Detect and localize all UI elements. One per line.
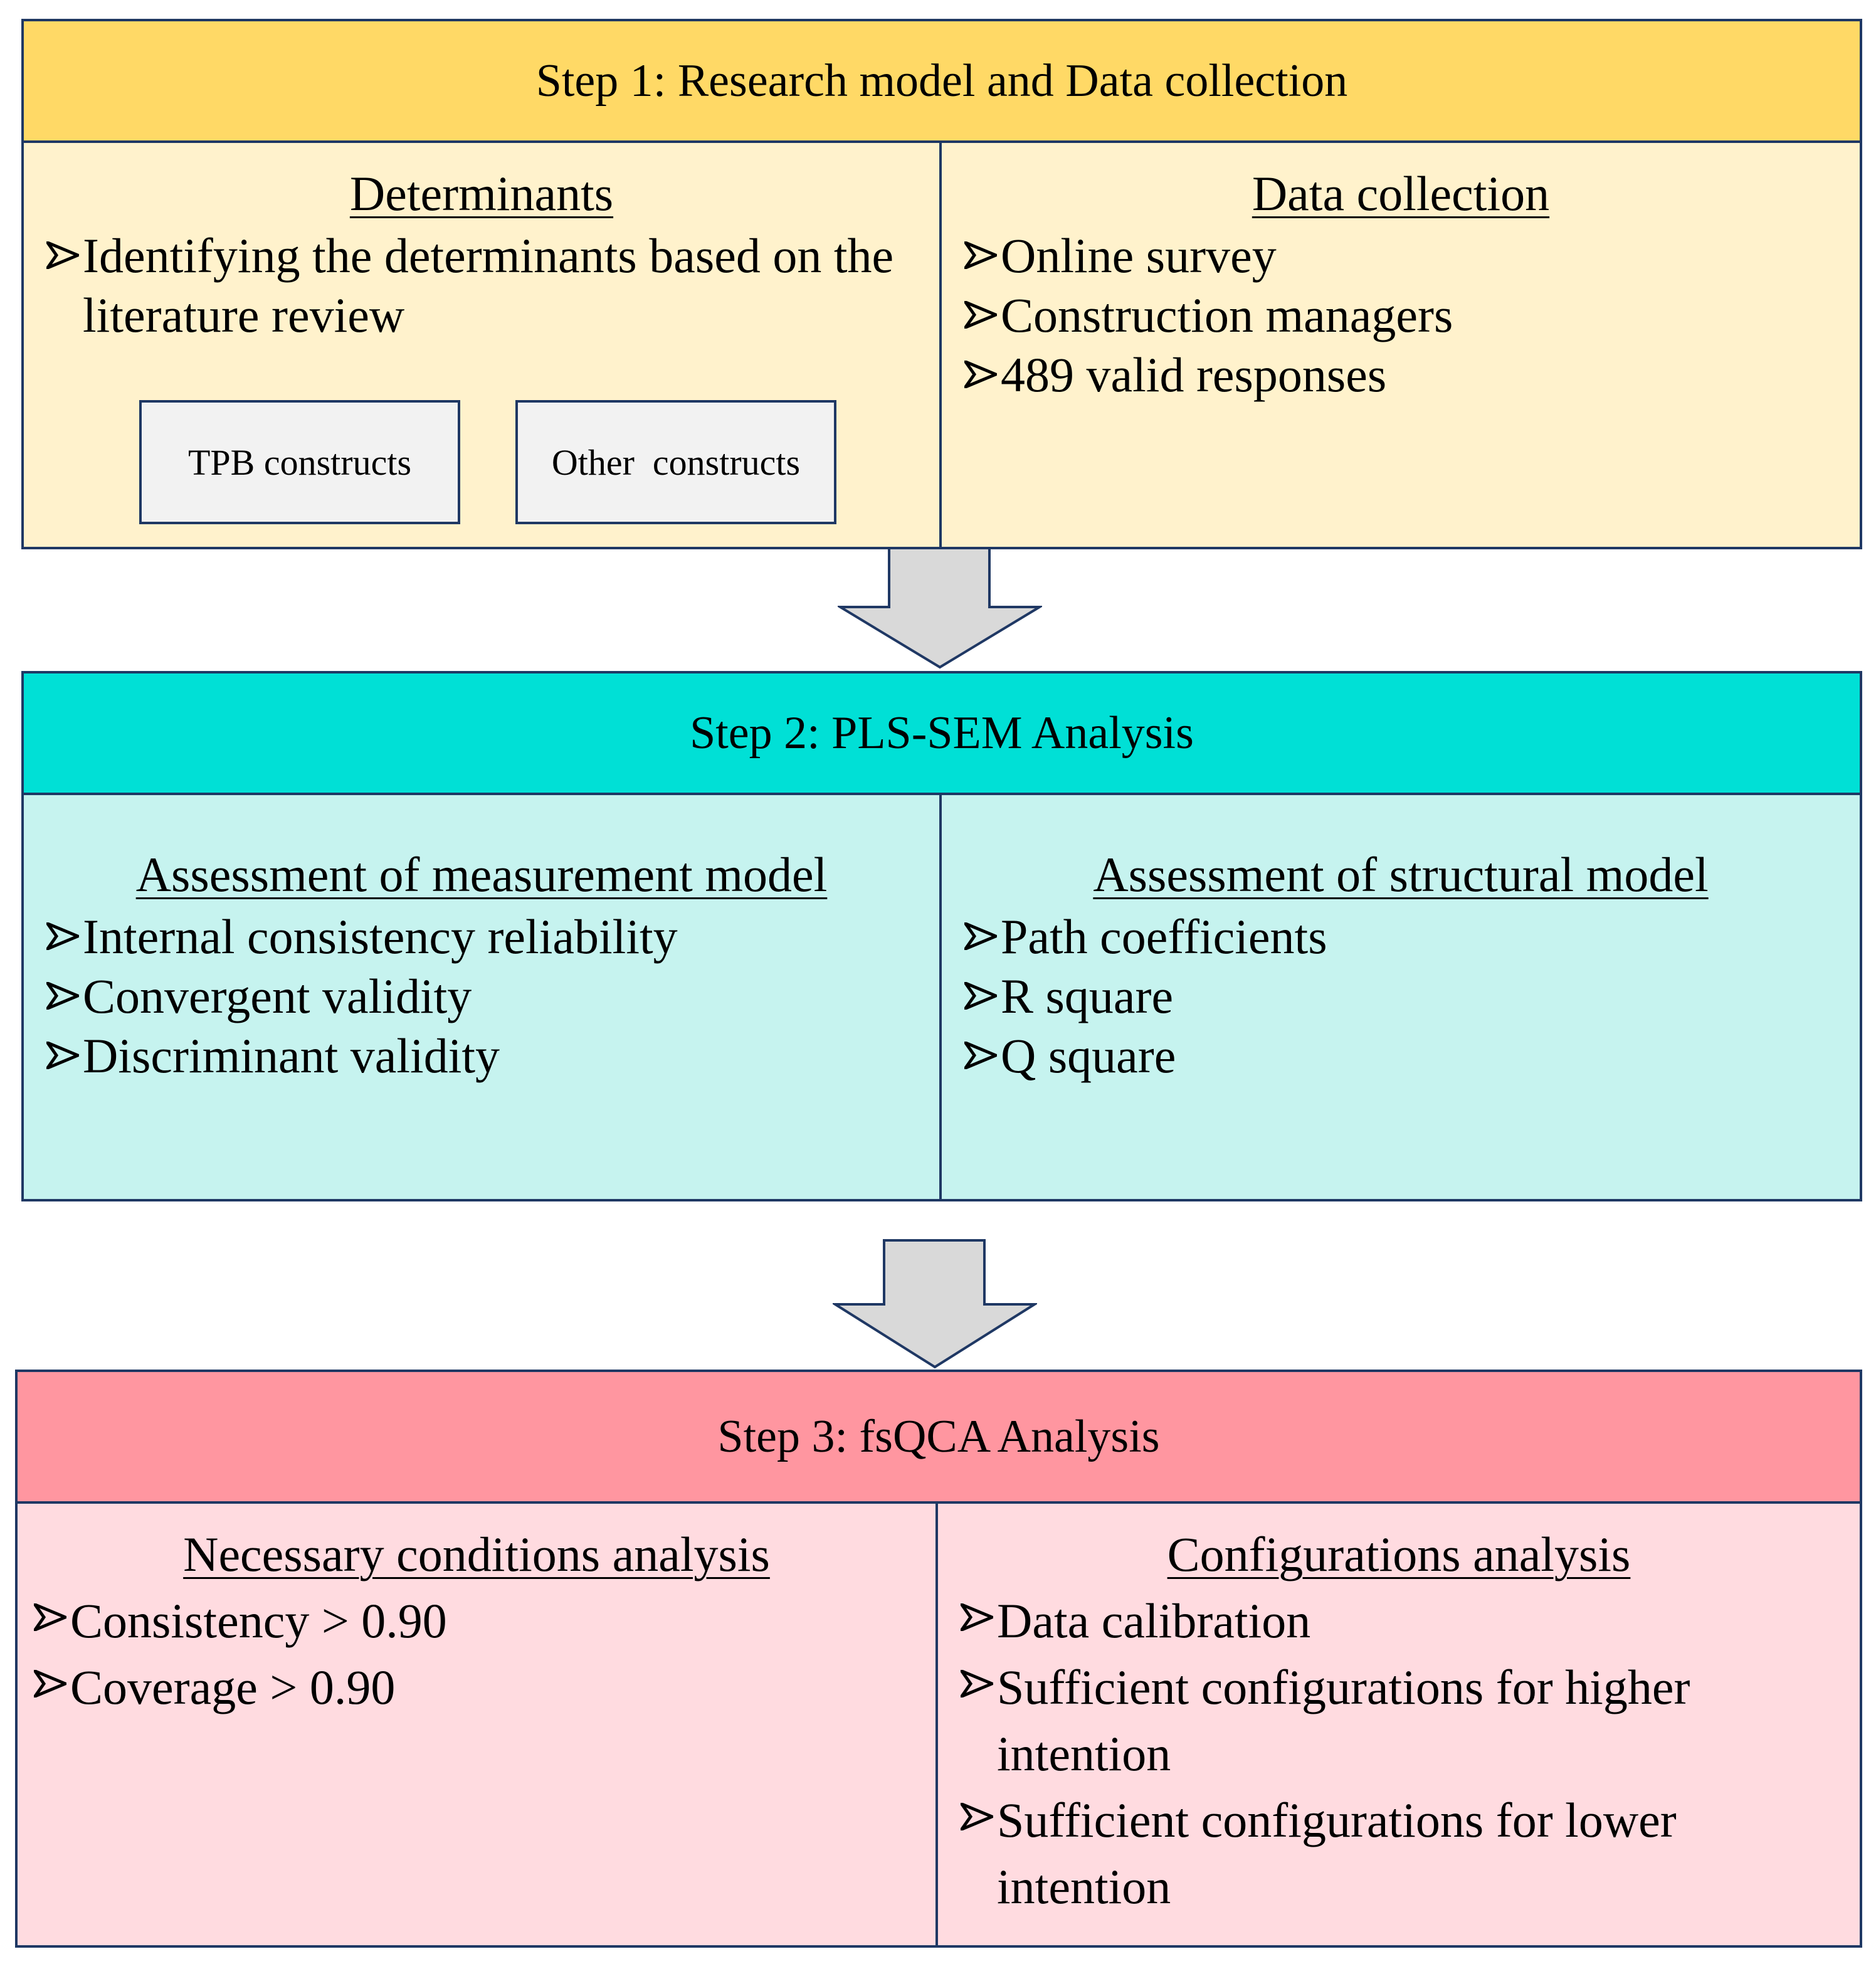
down-arrow-icon [833, 1239, 1037, 1369]
step1-right-title: Data collection [1252, 166, 1550, 221]
step1-box: Step 1: Research model and Data collecti… [21, 19, 1862, 549]
step3-title: Step 3: fsQCA Analysis [717, 1410, 1160, 1462]
other-constructs-label: Other constructs [551, 441, 801, 483]
list-item: Online survey [942, 226, 1860, 285]
step2-left-column: Assessment of measurement model Internal… [24, 795, 942, 1199]
list-item-text: Online survey [1001, 228, 1277, 283]
step1-title: Step 1: Research model and Data collecti… [535, 55, 1348, 107]
arrowhead-bullet-icon [964, 981, 997, 1010]
list-item: Identifying the determinants based on th… [24, 226, 902, 345]
step2-right-list: Path coefficients R square Q square [942, 907, 1860, 1085]
list-item-text: Consistency > 0.90 [70, 1593, 447, 1648]
arrowhead-bullet-icon [964, 361, 997, 389]
arrowhead-bullet-icon [964, 241, 997, 269]
step3-right-column: Configurations analysis Data calibration… [938, 1504, 1860, 1945]
step1-right-list: Online survey Construction managers 489 … [942, 226, 1860, 404]
list-item-text: Discriminant validity [83, 1028, 500, 1084]
arrowhead-bullet-icon [964, 300, 997, 329]
list-item-text: Path coefficients [1001, 909, 1327, 964]
arrowhead-bullet-icon [961, 1802, 993, 1830]
list-item: Consistency > 0.90 [11, 1588, 935, 1654]
other-constructs-box: Other constructs [515, 400, 836, 524]
list-item-text: 489 valid responses [1001, 347, 1387, 403]
step2-right-column: Assessment of structural model Path coef… [942, 795, 1860, 1199]
step3-left-list: Consistency > 0.90 Coverage > 0.90 [11, 1588, 935, 1721]
step1-left-list: Identifying the determinants based on th… [24, 226, 902, 345]
arrowhead-bullet-icon [964, 922, 997, 950]
step3-right-title: Configurations analysis [1167, 1527, 1631, 1581]
list-item: Coverage > 0.90 [11, 1654, 935, 1721]
list-item: Sufficient configurations for lower inte… [938, 1787, 1822, 1920]
list-item-text: R square [1001, 968, 1174, 1023]
tpb-constructs-label: TPB constructs [187, 441, 412, 483]
list-item: Construction managers [942, 285, 1860, 345]
arrowhead-bullet-icon [961, 1603, 993, 1631]
step2-box: Step 2: PLS-SEM Analysis Assessment of m… [21, 671, 1862, 1201]
list-item: Q square [942, 1026, 1860, 1085]
arrowhead-bullet-icon [34, 1669, 66, 1697]
list-item: Discriminant validity [24, 1026, 939, 1085]
step3-left-title: Necessary conditions analysis [183, 1527, 770, 1581]
step3-box: Step 3: fsQCA Analysis Necessary conditi… [15, 1370, 1862, 1948]
arrowhead-bullet-icon [34, 1603, 66, 1631]
down-arrow-icon [838, 547, 1042, 669]
step2-title: Step 2: PLS-SEM Analysis [690, 707, 1194, 759]
list-item: Convergent validity [24, 966, 939, 1026]
step1-right-column: Data collection Online survey Constructi… [942, 143, 1860, 547]
arrowhead-bullet-icon [46, 241, 79, 269]
step3-right-list: Data calibration Sufficient configuratio… [938, 1588, 1822, 1920]
step3-left-column: Necessary conditions analysis Consistenc… [18, 1504, 938, 1945]
list-item-text: Sufficient configurations for higher int… [997, 1659, 1690, 1781]
step1-header: Step 1: Research model and Data collecti… [24, 21, 1860, 143]
arrowhead-bullet-icon [46, 981, 79, 1010]
list-item-text: Construction managers [1001, 287, 1453, 342]
list-item-text: Data calibration [997, 1593, 1311, 1648]
list-item: Internal consistency reliability [24, 907, 939, 966]
list-item-text: Sufficient configurations for lower inte… [997, 1793, 1677, 1914]
list-item: R square [942, 966, 1860, 1026]
step3-header: Step 3: fsQCA Analysis [18, 1372, 1860, 1504]
step1-left-title: Determinants [349, 166, 614, 221]
list-item-text: Coverage > 0.90 [70, 1659, 396, 1714]
tpb-constructs-box: TPB constructs [139, 400, 460, 524]
list-item-text: Convergent validity [83, 968, 472, 1023]
arrowhead-bullet-icon [46, 922, 79, 950]
list-item-text: Identifying the determinants based on th… [83, 228, 894, 342]
list-item-text: Internal consistency reliability [83, 909, 678, 964]
arrowhead-bullet-icon [961, 1669, 993, 1697]
list-item-text: Q square [1001, 1028, 1176, 1084]
step1-left-column: Determinants Identifying the determinant… [24, 143, 942, 547]
list-item: Path coefficients [942, 907, 1860, 966]
step2-left-title: Assessment of measurement model [135, 847, 828, 902]
list-item: 489 valid responses [942, 345, 1860, 404]
step2-left-list: Internal consistency reliability Converg… [24, 907, 939, 1085]
step2-right-title: Assessment of structural model [1093, 847, 1709, 902]
step2-header: Step 2: PLS-SEM Analysis [24, 673, 1860, 795]
arrowhead-bullet-icon [46, 1042, 79, 1070]
list-item: Data calibration [938, 1588, 1822, 1654]
arrowhead-bullet-icon [964, 1042, 997, 1070]
list-item: Sufficient configurations for higher int… [938, 1654, 1822, 1787]
